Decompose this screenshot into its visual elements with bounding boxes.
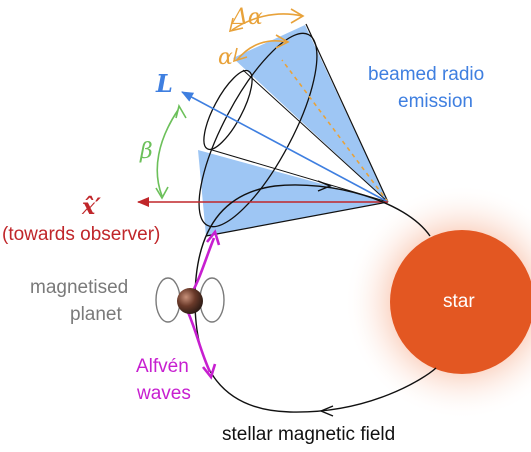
alpha-arc-head-right	[275, 34, 290, 49]
alpha-arc	[236, 40, 287, 61]
beam-upper-wedge	[233, 25, 388, 202]
planet	[177, 288, 203, 314]
beamed-radio-label-1: beamed radio	[368, 64, 484, 85]
L-label: L	[155, 69, 173, 98]
x-prime-label: x̂′	[81, 194, 101, 220]
alfven-wave-upper-head	[205, 229, 221, 246]
planet-field-loop-left	[155, 277, 181, 323]
beam-lower-wedge	[198, 150, 388, 236]
cone-rim-outer	[198, 32, 318, 228]
delta-alpha-arc-head-left	[228, 17, 244, 33]
L-axis-arrow	[181, 91, 389, 203]
star	[390, 230, 531, 374]
beamed-radio-label-2: emission	[398, 91, 473, 112]
cone-edge-lower	[205, 201, 389, 237]
beta-arc-head-top	[175, 103, 187, 119]
beam-cone	[198, 25, 388, 236]
alfven-waves-label-2: waves	[136, 383, 191, 404]
towards-observer-label: (towards observer)	[2, 224, 160, 245]
alpha-arc-head-left	[232, 47, 248, 63]
alpha-label: α	[218, 45, 233, 70]
planet-field-loop-right	[199, 277, 225, 323]
cone-edge-upper	[305, 23, 389, 203]
alfven-wave-lower-head	[201, 363, 217, 380]
cone-edge-inner-upper	[242, 69, 389, 203]
alfven-waves-label-1: Alfvén	[136, 356, 189, 377]
delta-alpha-arc	[231, 13, 303, 31]
alfven-wave-lower	[186, 311, 212, 373]
magnetised-planet-label-2: planet	[70, 304, 122, 325]
beta-arc	[156, 109, 179, 197]
stellar-magnetic-field-label: stellar magnetic field	[222, 424, 395, 445]
beam-axis-dashed	[281, 59, 389, 203]
delta-alpha-arc-head-right	[290, 8, 305, 24]
field-arrow-bottom	[319, 405, 334, 417]
delta-alpha-label: Δα	[231, 5, 263, 30]
beta-arc-head-bottom	[155, 186, 169, 200]
beta-label: β	[139, 139, 153, 164]
star-label: star	[443, 291, 475, 312]
cone-rim-inner	[203, 69, 253, 151]
magnetised-planet-label-1: magnetised	[30, 277, 128, 298]
field-arrow-top	[317, 180, 332, 192]
